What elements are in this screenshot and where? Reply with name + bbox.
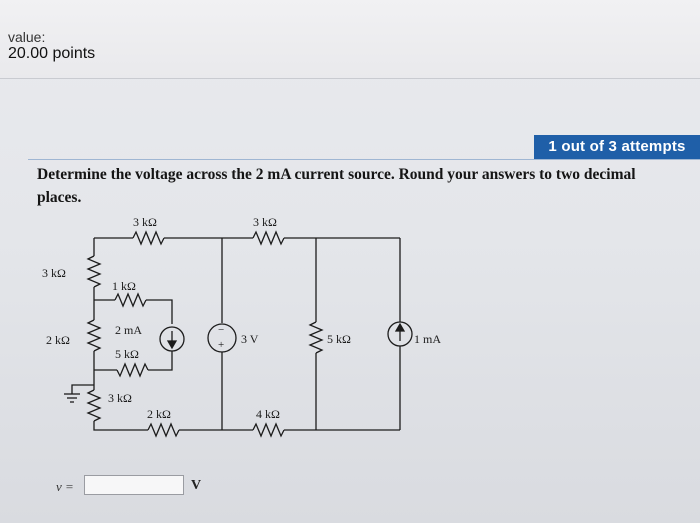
resistor-left-lower: [86, 319, 102, 352]
answer-unit-label: V: [191, 478, 202, 493]
attempts-divider: [28, 159, 700, 160]
answer-input[interactable]: [84, 475, 184, 495]
label-r-bottom-4k: 4 kΩ: [256, 407, 280, 421]
label-r-left-lower: 2 kΩ: [46, 333, 70, 347]
label-src-3V: 3 V: [241, 332, 259, 346]
question-text: Determine the voltage across the 2 mA cu…: [37, 166, 636, 206]
resistor-right-5k: [308, 321, 324, 354]
wire-inner-top-right: [146, 299, 173, 324]
label-r-top-right: 3 kΩ: [253, 215, 277, 229]
resistor-top-right: [252, 230, 285, 246]
resistor-bottom-2k: [147, 422, 180, 438]
value-label: value:: [8, 29, 46, 45]
arrow-up-icon: [394, 322, 406, 332]
svg-text:+: +: [218, 339, 224, 351]
label-r-left-bottom: 3 kΩ: [108, 391, 132, 405]
resistor-inner-5k: [116, 362, 149, 378]
answer-variable-label: v =: [56, 479, 74, 494]
resistor-inner-1k: [114, 292, 147, 308]
resistor-left-bottom: [86, 389, 102, 422]
resistor-top-left: [132, 230, 165, 246]
arrow-down-icon: [166, 340, 178, 350]
label-r-top-left: 3 kΩ: [133, 215, 157, 229]
svg-text:−: −: [218, 324, 224, 336]
points-value: 20.00 points: [8, 45, 96, 62]
attempts-badge: 1 out of 3 attempts: [534, 135, 700, 159]
label-r-inner-5k: 5 kΩ: [115, 347, 139, 361]
wire-inner-bottom-right: [148, 351, 173, 371]
label-r-left-upper: 3 kΩ: [42, 266, 66, 280]
label-r-bottom-2k: 2 kΩ: [147, 407, 171, 421]
wire-ground: [71, 384, 94, 394]
label-src-1mA: 1 mA: [414, 332, 441, 346]
resistor-left-upper: [86, 255, 102, 288]
wire-bottom-left: [93, 421, 148, 431]
resistor-bottom-4k: [252, 422, 285, 438]
label-r-right-5k: 5 kΩ: [327, 332, 351, 346]
label-r-inner-1k: 1 kΩ: [112, 279, 136, 293]
header-band: [0, 0, 700, 79]
label-src-2mA: 2 mA: [115, 323, 142, 337]
